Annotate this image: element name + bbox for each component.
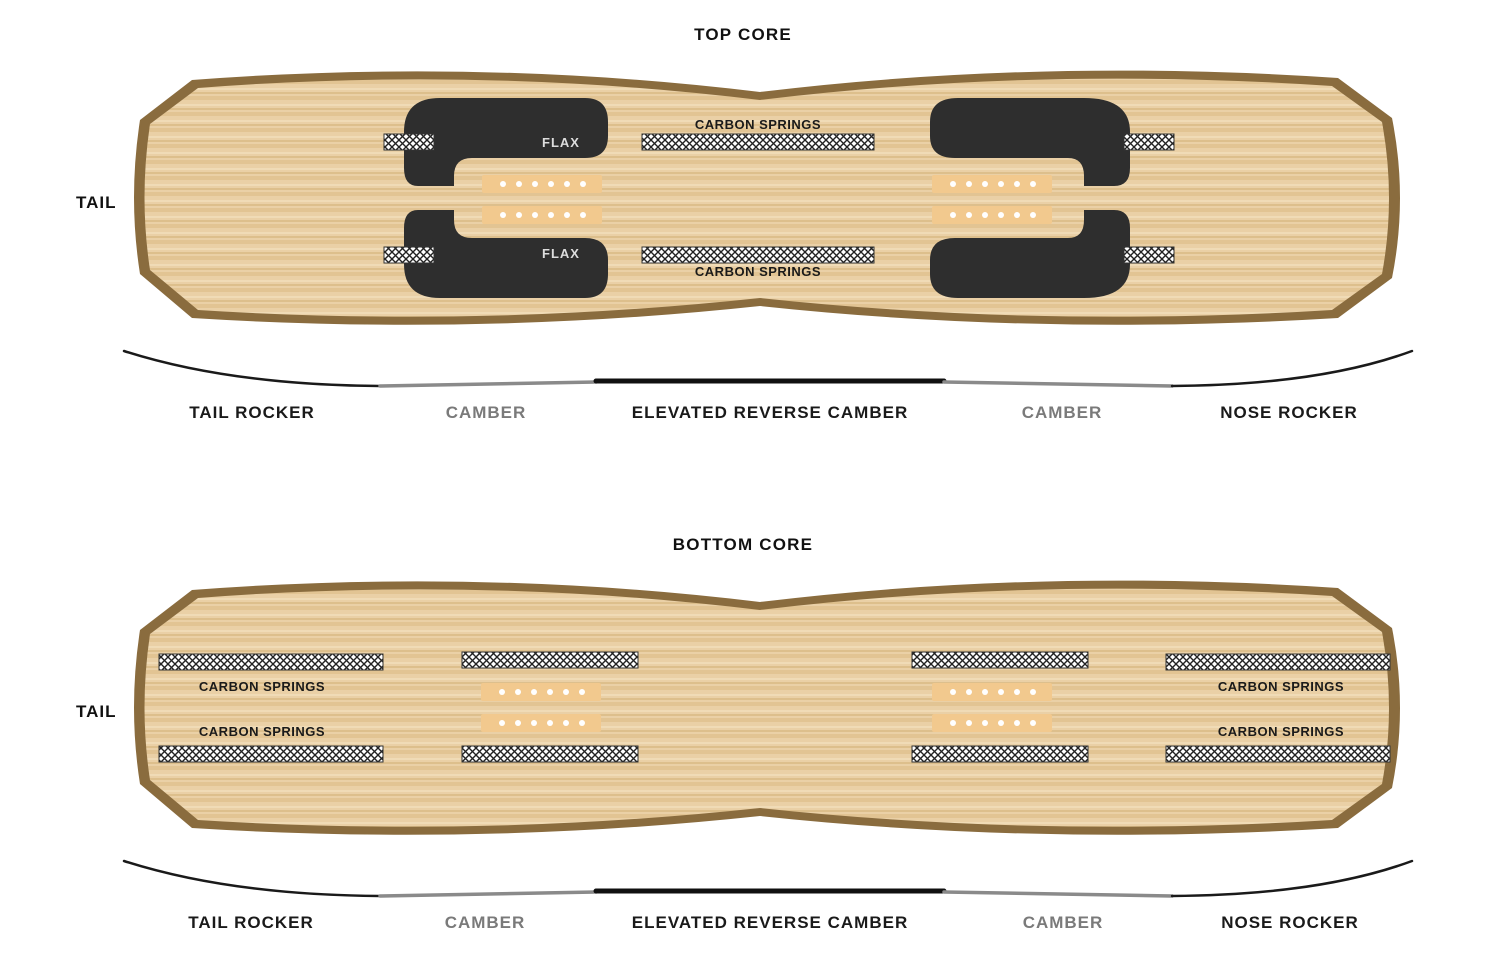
bottom-inner-tail-strip-lower (461, 745, 639, 763)
flax-label-upper: FLAX (542, 135, 580, 150)
insert-plates-nose-top (932, 175, 1052, 224)
top-core-diagram: CARBON SPRINGS CARBON SPRINGS FLAX FLAX (122, 70, 1414, 388)
top-board-wood (144, 78, 1389, 317)
bottom-tail-springs-label-upper: CARBON SPRINGS (199, 679, 325, 694)
top-camber-right-label: CAMBER (1021, 403, 1103, 422)
bottom-nose-springs-label-lower: CARBON SPRINGS (1218, 724, 1344, 739)
bottom-nose-spring-upper (1165, 653, 1391, 671)
bottom-camber-right-label: CAMBER (1022, 913, 1104, 932)
top-camber-left-label: CAMBER (445, 403, 527, 422)
top-nose-rocker-label: NOSE ROCKER (1220, 403, 1358, 422)
top-nose-stub-lower (1123, 246, 1175, 264)
top-carbon-springs-label-lower: CARBON SPRINGS (695, 264, 821, 279)
bottom-tail-springs-label-lower: CARBON SPRINGS (199, 724, 325, 739)
bottom-board-wood (144, 588, 1389, 827)
bottom-nose-rocker-label: NOSE ROCKER (1221, 913, 1359, 932)
insert-plates-nose-bottom (932, 683, 1052, 732)
flax-tail-top (404, 98, 608, 186)
top-elevated-reverse-camber-label: ELEVATED REVERSE CAMBER (631, 403, 909, 422)
insert-plates-tail-top (482, 175, 602, 224)
bottom-nose-spring-lower (1165, 745, 1391, 763)
top-board (134, 70, 1400, 325)
bottom-nose-springs-label-upper: CARBON SPRINGS (1218, 679, 1344, 694)
bottom-inner-tail-strip-upper (461, 651, 639, 669)
flax-nose-top (930, 98, 1130, 186)
insert-plates-tail-bottom (481, 683, 601, 732)
top-tail-rocker-label: TAIL ROCKER (189, 403, 315, 422)
bottom-inner-nose-strip-lower (911, 745, 1089, 763)
bottom-elevated-reverse-camber-label: ELEVATED REVERSE CAMBER (631, 913, 909, 932)
top-core-title: TOP CORE (694, 25, 792, 44)
carbon-spring-center-upper (641, 133, 875, 151)
bottom-tail-label: TAIL (76, 702, 117, 721)
top-profile-line (122, 349, 1414, 388)
bottom-board (134, 580, 1400, 835)
bottom-tail-rocker-label: TAIL ROCKER (188, 913, 314, 932)
bottom-inner-nose-strip-upper (911, 651, 1089, 669)
bottom-camber-left-label: CAMBER (444, 913, 526, 932)
bottom-profile-line (122, 859, 1414, 898)
top-tail-label: TAIL (76, 193, 117, 212)
flax-tail-bottom (404, 210, 608, 298)
top-carbon-springs-label-upper: CARBON SPRINGS (695, 117, 821, 132)
top-tail-stub-lower (383, 246, 435, 264)
top-tail-stub-upper (383, 133, 435, 151)
flax-nose-bottom (930, 210, 1130, 298)
bottom-tail-spring-lower (158, 745, 384, 763)
bottom-core-title: BOTTOM CORE (672, 535, 814, 554)
top-nose-stub-upper (1123, 133, 1175, 151)
flax-label-lower: FLAX (542, 246, 580, 261)
bottom-tail-spring-upper (158, 653, 384, 671)
bottom-core-diagram: CARBON SPRINGS CARBON SPRINGS CARBON SPR… (122, 580, 1414, 898)
carbon-spring-center-lower (641, 246, 875, 264)
